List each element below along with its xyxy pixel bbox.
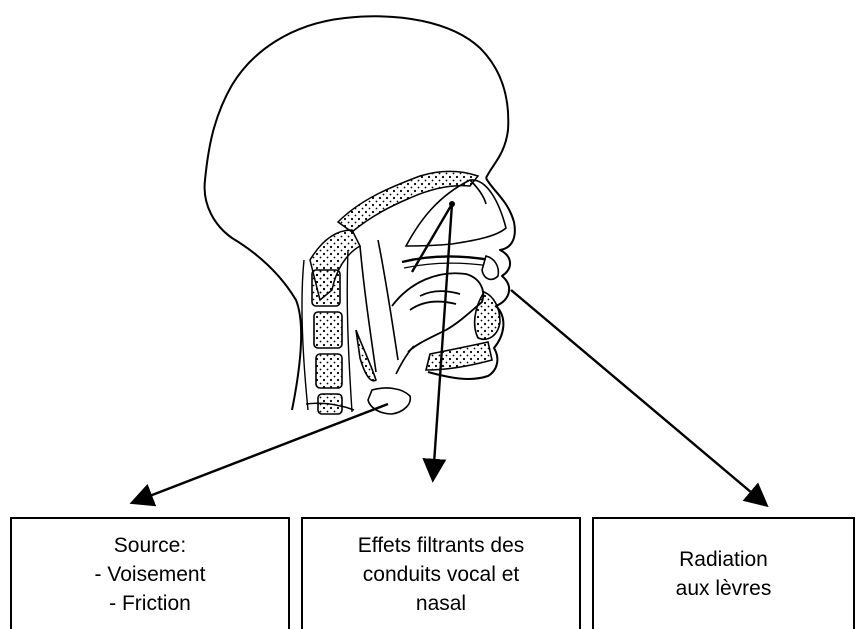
- arrow-filter-branch: [412, 204, 452, 272]
- source-box-line-3: - Friction: [95, 589, 206, 618]
- source-box-line-2: - Voisement: [95, 560, 206, 589]
- filter-box-line-1: Effets filtrants des: [358, 531, 525, 560]
- filter-box-line-2: conduits vocal et: [358, 560, 525, 589]
- radiation-box: Radiation aux lèvres: [592, 517, 855, 629]
- radiation-box-line-2: aux lèvres: [676, 574, 772, 603]
- spine-vertebrae: [312, 270, 342, 414]
- source-box: Source: - Voisement - Friction: [10, 517, 290, 629]
- filter-box-line-3: nasal: [358, 589, 525, 618]
- source-box-text: Source: - Voisement - Friction: [95, 531, 206, 618]
- filter-box: Effets filtrants des conduits vocal et n…: [301, 517, 581, 629]
- arrow-origin-dot: [449, 201, 455, 207]
- arrow-to-radiation: [511, 290, 765, 504]
- tongue: [392, 273, 483, 352]
- radiation-box-line-1: Radiation: [676, 545, 772, 574]
- radiation-box-text: Radiation aux lèvres: [676, 545, 772, 603]
- filter-box-text: Effets filtrants des conduits vocal et n…: [358, 531, 525, 618]
- source-box-line-1: Source:: [95, 531, 206, 560]
- arrow-to-source: [134, 404, 388, 502]
